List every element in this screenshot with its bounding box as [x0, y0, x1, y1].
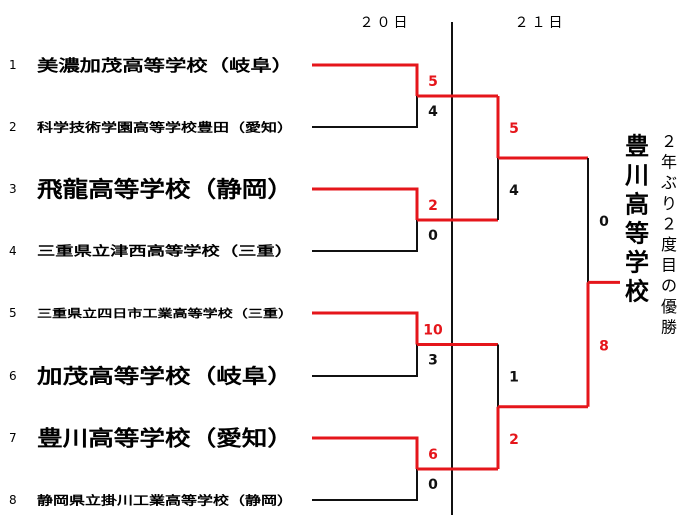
- bracket-line-r1: [312, 344, 418, 377]
- team-name: 飛龍高等学校（静岡）: [37, 177, 293, 203]
- team-name: 科学技術学園高等学校豊田（愛知）: [37, 119, 293, 134]
- svg-text:勝: 勝: [661, 317, 677, 336]
- svg-text:２: ２: [661, 132, 677, 151]
- svg-text:学: 学: [625, 249, 649, 277]
- team-number: 6: [9, 369, 17, 383]
- score-r1-bottom: 0: [428, 477, 438, 493]
- score-r2-bottom: 2: [509, 432, 519, 448]
- score-r2-bottom: 4: [509, 183, 519, 199]
- team-number: 2: [9, 120, 17, 134]
- svg-text:２: ２: [661, 214, 677, 233]
- score-r1-bottom: 0: [428, 228, 438, 244]
- team-number: 4: [9, 244, 17, 258]
- score-r1-top: 2: [428, 198, 438, 214]
- champion-name: 豊川高等学校: [625, 133, 650, 306]
- svg-text:優: 優: [661, 297, 677, 316]
- bracket-line-r1: [312, 311, 419, 345]
- svg-text:高: 高: [625, 191, 649, 219]
- score-r1-top: 10: [423, 323, 443, 339]
- svg-text:り: り: [661, 194, 677, 213]
- score-r1-bottom: 3: [428, 353, 438, 369]
- bracket-line-r1: [312, 96, 418, 128]
- team-number: 7: [9, 431, 17, 445]
- svg-text:校: 校: [625, 278, 650, 306]
- team-name: 美濃加茂高等学校（岐阜）: [37, 56, 293, 75]
- svg-text:年: 年: [661, 153, 677, 172]
- bracket-line-r1: [312, 63, 419, 96]
- score-r1-top: 6: [428, 447, 438, 463]
- bracket-line-r1: [312, 220, 418, 252]
- score-r1-bottom: 4: [428, 104, 438, 120]
- team-number: 8: [9, 493, 17, 507]
- bracket-line-r1: [312, 187, 419, 220]
- bracket-line-r1: [312, 436, 419, 469]
- team-name: 豊川高等学校（愛知）: [37, 427, 293, 451]
- day-header-1: ２０日: [360, 15, 411, 31]
- team-name: 三重県立津西高等学校（三重）: [37, 244, 293, 260]
- svg-text:目: 目: [661, 256, 677, 275]
- team-number: 1: [9, 58, 17, 72]
- team-number: 3: [9, 182, 17, 196]
- score-final-bottom: 8: [599, 339, 609, 355]
- svg-text:の: の: [661, 276, 677, 295]
- score-r2-top: 1: [509, 370, 519, 386]
- team-name: 三重県立四日市工業高等学校（三重）: [37, 306, 293, 320]
- team-name: 静岡県立掛川工業高等学校（静岡）: [37, 492, 293, 507]
- team-name: 加茂高等学校（岐阜）: [36, 364, 293, 388]
- svg-text:川: 川: [625, 162, 649, 190]
- day-header-2: ２１日: [515, 15, 566, 31]
- score-r2-top: 5: [509, 121, 519, 137]
- team-number: 5: [9, 306, 17, 320]
- score-final-top: 0: [599, 214, 609, 230]
- score-r1-top: 5: [428, 74, 438, 90]
- svg-text:豊: 豊: [625, 133, 649, 161]
- svg-text:度: 度: [661, 235, 677, 254]
- bracket-line-r1: [312, 469, 418, 501]
- svg-text:等: 等: [625, 220, 649, 248]
- svg-text:ぶ: ぶ: [661, 173, 677, 192]
